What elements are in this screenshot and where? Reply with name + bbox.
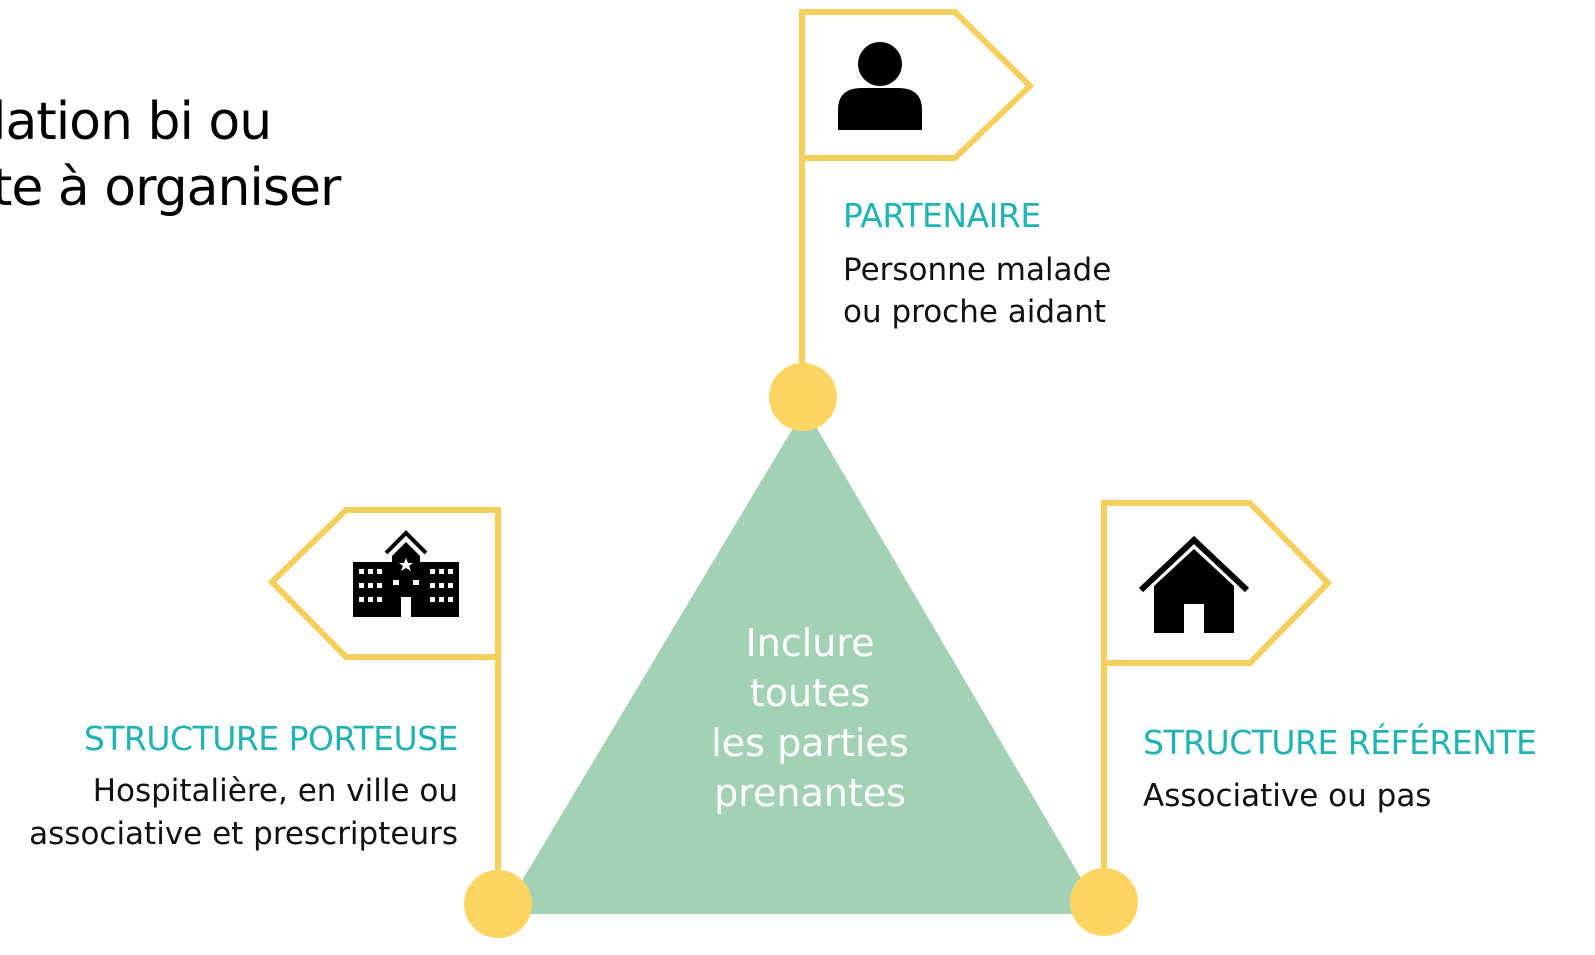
center-text-line-4: prenantes: [714, 771, 906, 815]
structure-porteuse-desc-line-1: Hospitalière, en ville ou: [92, 773, 458, 809]
house-icon: [1138, 535, 1250, 633]
title-line-1: lation bi ou: [0, 92, 272, 152]
person-icon: [838, 42, 922, 130]
title-line-2: te à organiser: [0, 158, 341, 218]
top-vertex-dot: [769, 363, 837, 431]
center-text-line-2: toutes: [749, 671, 871, 715]
structure-referente-desc-line-1: Associative ou pas: [1143, 778, 1432, 814]
right-vertex-dot: [1070, 868, 1138, 936]
structure-referente-heading: STRUCTURE RÉFÉRENTE: [1143, 723, 1537, 762]
structure-porteuse-desc-line-2: associative et prescripteurs: [29, 816, 458, 852]
partenaire-desc-line-1: Personne malade: [843, 252, 1112, 288]
hospital-icon: [353, 530, 459, 617]
triangle-center-text: Inclure toutes les parties prenantes: [650, 618, 970, 818]
center-text-line-1: Inclure: [745, 621, 875, 665]
partenaire-heading: PARTENAIRE: [843, 196, 1041, 235]
center-text-line-3: les parties: [711, 721, 909, 765]
partenaire-desc-line-2: ou proche aidant: [843, 294, 1106, 330]
structure-porteuse-heading: STRUCTURE PORTEUSE: [83, 719, 459, 758]
partenaire-flag-banner: [799, 9, 1035, 161]
stakeholder-triangle: [502, 408, 1102, 914]
left-vertex-dot: [464, 870, 532, 938]
